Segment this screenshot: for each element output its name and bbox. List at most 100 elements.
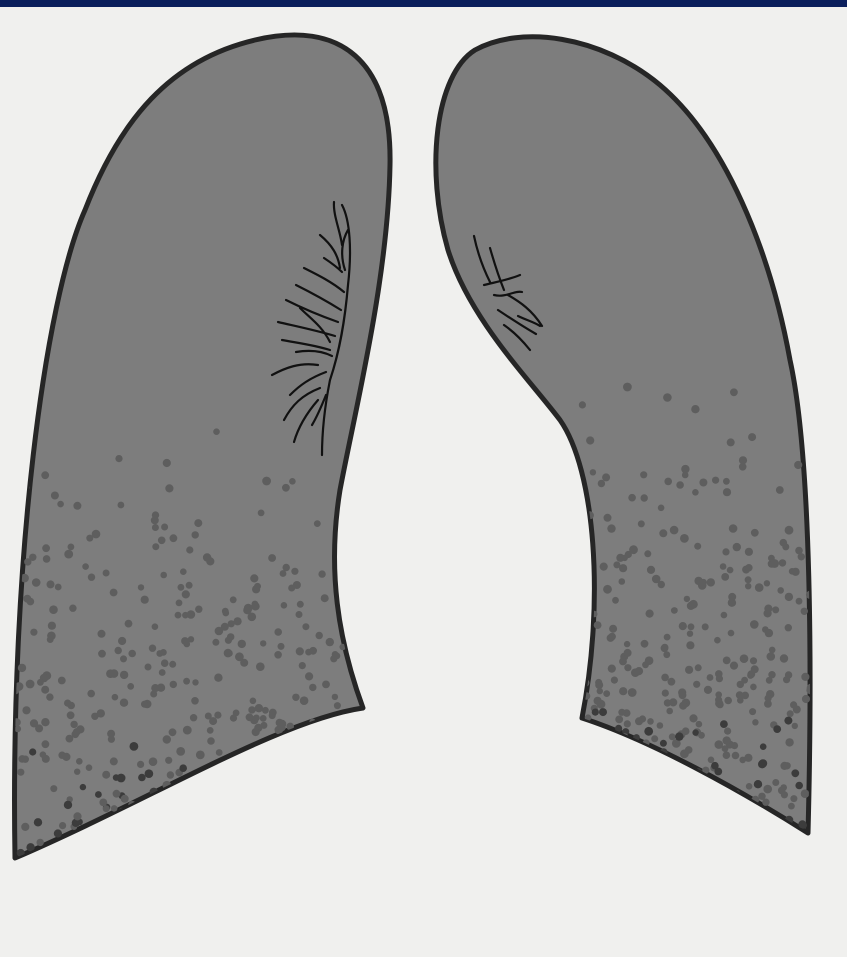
nodule bbox=[724, 697, 732, 705]
nodule bbox=[764, 609, 772, 617]
nodule bbox=[594, 697, 602, 705]
nodule bbox=[758, 760, 766, 768]
nodule bbox=[629, 545, 638, 554]
nodule bbox=[609, 625, 617, 633]
nodule bbox=[252, 601, 259, 608]
nodule bbox=[579, 401, 586, 408]
nodule bbox=[698, 732, 705, 739]
nodule bbox=[176, 747, 185, 756]
nodule bbox=[243, 606, 251, 614]
nodule bbox=[623, 383, 632, 392]
nodule bbox=[163, 735, 171, 743]
nodule bbox=[206, 557, 214, 565]
nodule bbox=[178, 584, 185, 591]
nodule bbox=[695, 664, 702, 671]
nodule bbox=[704, 686, 712, 694]
nodule bbox=[594, 621, 602, 629]
nodule bbox=[137, 761, 144, 768]
nodule bbox=[95, 791, 102, 798]
nodule bbox=[225, 637, 232, 644]
nodule bbox=[658, 505, 665, 512]
nodule bbox=[176, 600, 183, 607]
nodule bbox=[252, 728, 260, 736]
nodule bbox=[628, 494, 636, 502]
nodule bbox=[635, 717, 643, 725]
nodule bbox=[110, 669, 119, 678]
nodule bbox=[592, 709, 599, 716]
nodule bbox=[250, 574, 258, 582]
nodule bbox=[50, 785, 57, 792]
nodule bbox=[260, 715, 267, 722]
nodule bbox=[216, 749, 223, 756]
nodule bbox=[785, 671, 792, 678]
nodule bbox=[727, 567, 734, 574]
nodule bbox=[112, 694, 119, 701]
nodule bbox=[299, 662, 306, 669]
nodule bbox=[687, 631, 693, 637]
nodule bbox=[666, 708, 673, 715]
nodule bbox=[745, 576, 752, 583]
nodule bbox=[689, 714, 697, 722]
nodule bbox=[34, 818, 42, 826]
nodule bbox=[196, 751, 205, 760]
nodule bbox=[214, 712, 221, 719]
nodule bbox=[64, 700, 71, 707]
nodule bbox=[322, 681, 330, 689]
nodule bbox=[175, 612, 182, 619]
nodule bbox=[48, 622, 56, 630]
nodule bbox=[51, 492, 59, 500]
nodule bbox=[619, 578, 626, 585]
nodule bbox=[773, 725, 781, 733]
nodule bbox=[186, 582, 193, 589]
nodule bbox=[745, 548, 753, 556]
nodule bbox=[660, 740, 667, 747]
nodule bbox=[644, 550, 651, 557]
nodule bbox=[795, 782, 803, 790]
nodule bbox=[765, 695, 772, 702]
nodule bbox=[130, 742, 139, 751]
nodule bbox=[76, 758, 83, 765]
nodule bbox=[141, 701, 148, 708]
nodule bbox=[602, 473, 610, 481]
nodule bbox=[647, 566, 655, 574]
nodule bbox=[268, 554, 276, 562]
nodule bbox=[715, 699, 723, 707]
nodule bbox=[118, 502, 125, 509]
nodule bbox=[76, 725, 84, 733]
nodule bbox=[163, 459, 171, 467]
nodule bbox=[258, 510, 265, 517]
nodule bbox=[680, 534, 689, 543]
nodule bbox=[274, 628, 282, 636]
nodule bbox=[689, 600, 698, 609]
nodule bbox=[708, 757, 715, 764]
nodule bbox=[664, 699, 671, 706]
nodule bbox=[161, 659, 169, 667]
nodule bbox=[253, 715, 260, 722]
nodule bbox=[733, 543, 741, 551]
nodule bbox=[156, 650, 163, 657]
nodule bbox=[207, 727, 214, 734]
nodule bbox=[715, 691, 722, 698]
nodule bbox=[234, 617, 242, 625]
nodule bbox=[115, 647, 122, 654]
nodule bbox=[608, 633, 616, 641]
nodule bbox=[607, 524, 615, 532]
nodule bbox=[714, 637, 721, 644]
nodule bbox=[92, 530, 101, 539]
nodule bbox=[40, 751, 47, 758]
nodule bbox=[57, 501, 64, 508]
nodule bbox=[115, 455, 122, 462]
nodule bbox=[737, 681, 744, 688]
nodule bbox=[282, 484, 290, 492]
nodule bbox=[314, 520, 321, 527]
nodule bbox=[113, 790, 121, 798]
nodule bbox=[661, 644, 668, 651]
nodule bbox=[707, 578, 715, 586]
nodule bbox=[145, 664, 152, 671]
nodule bbox=[297, 601, 304, 608]
nodule bbox=[721, 573, 729, 581]
nodule bbox=[207, 737, 215, 745]
nodule bbox=[684, 596, 690, 602]
nodule bbox=[780, 762, 788, 770]
nodule bbox=[64, 550, 73, 559]
